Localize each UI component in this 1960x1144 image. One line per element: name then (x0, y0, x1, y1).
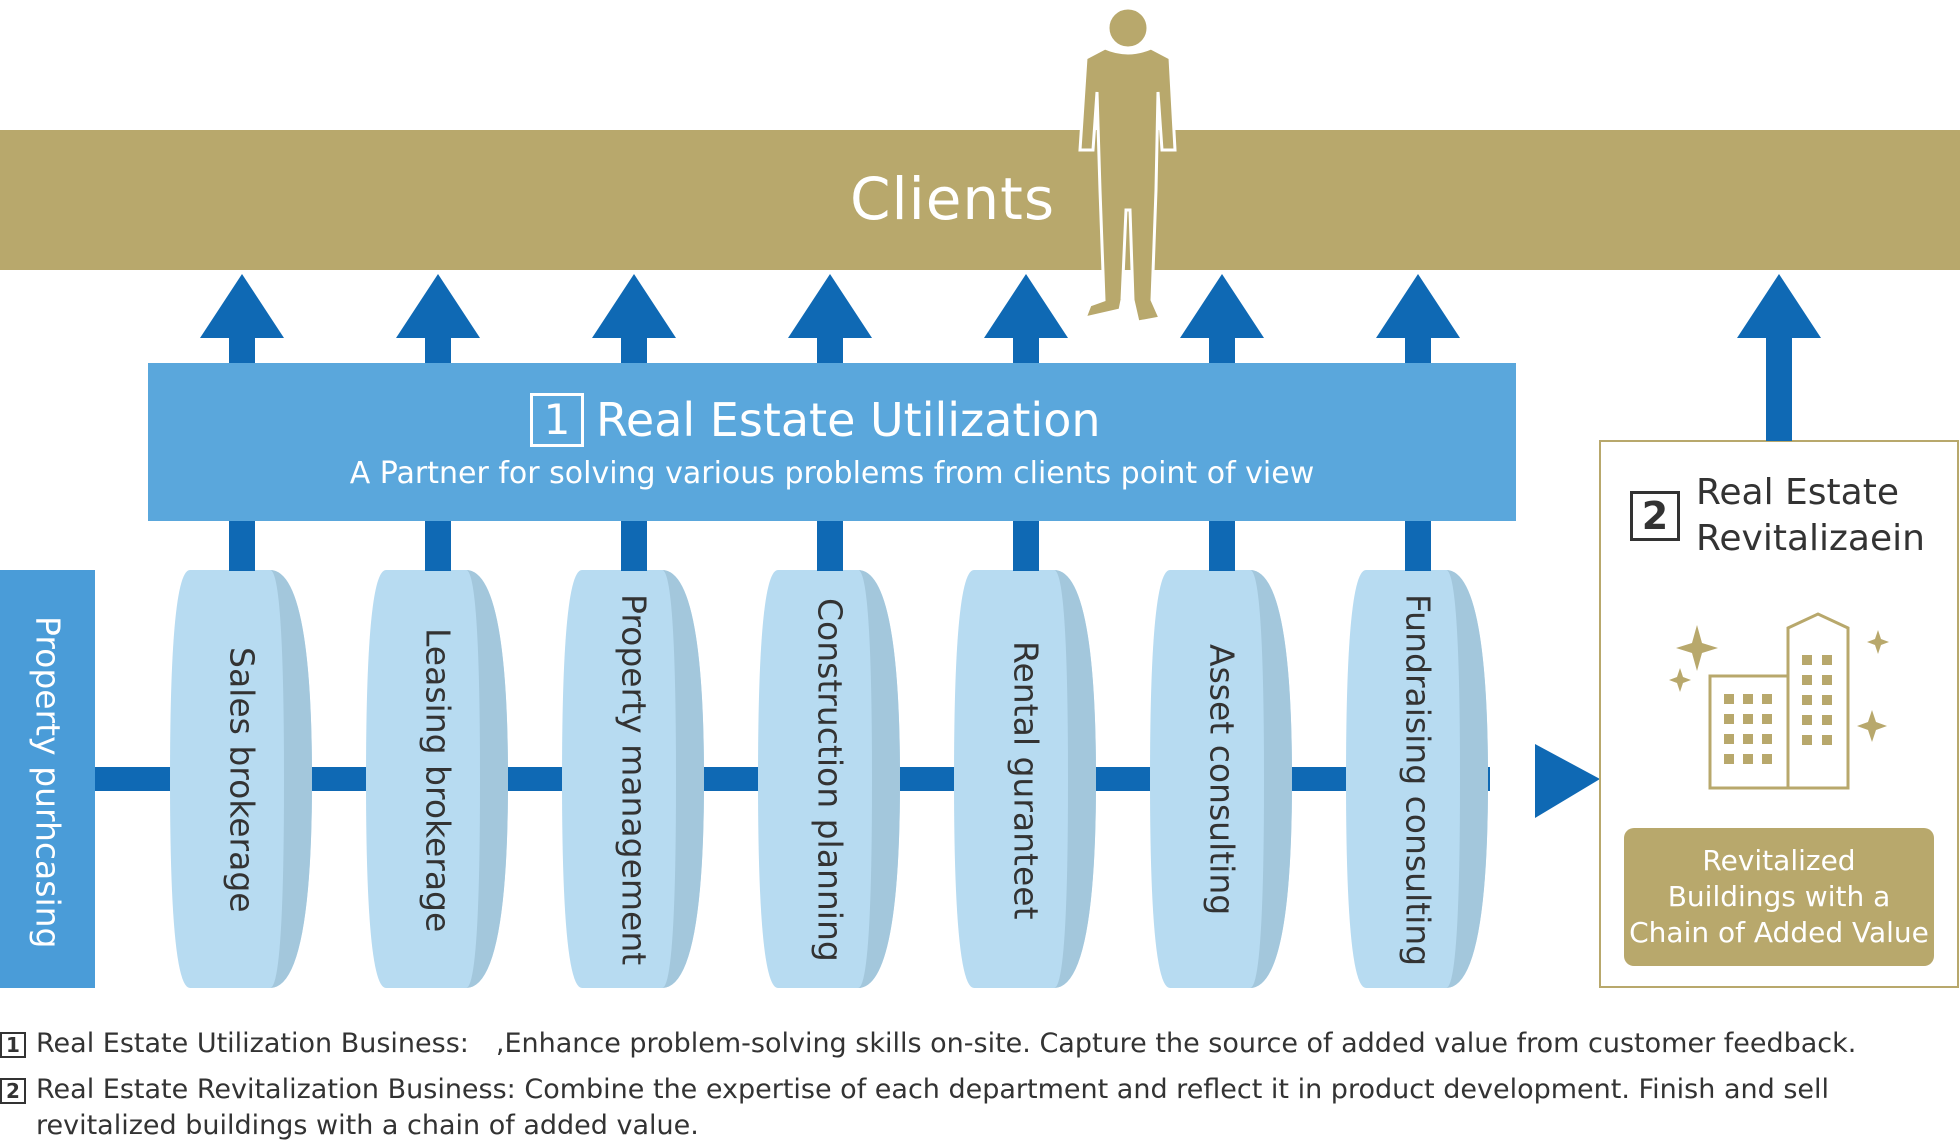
utilization-subtitle: A Partner for solving various problems f… (349, 456, 1315, 491)
up-arrow (788, 274, 872, 363)
stage-label: Leasing brokerage (418, 627, 458, 933)
stage-drum (954, 570, 1096, 988)
stage-connector (1405, 521, 1431, 571)
purchasing-label: Property purhcasing (28, 615, 68, 949)
stage-label: Rental guranteet (1006, 640, 1046, 920)
revitalized-buildings-text: Revitalized Buildings with a Chain of Ad… (1625, 843, 1933, 951)
revitalization-title-line2: Revitalizaein (1696, 518, 1925, 559)
stage-connector (1209, 521, 1235, 571)
stage-connector (229, 521, 255, 571)
revitalization-number: 2 (1630, 491, 1680, 541)
clients-band (0, 130, 1960, 270)
revitalization-title: 2 Real Estate Revitalizaein (1630, 470, 1925, 562)
note-text: Real Estate Utilization Business: ,Enhan… (36, 1028, 1857, 1059)
businessman-icon (1078, 6, 1177, 324)
revitalization-arrow (1737, 274, 1821, 441)
up-arrow (1180, 274, 1264, 363)
utilization-band (148, 363, 1516, 521)
stage-connector (1013, 521, 1039, 571)
up-arrow (396, 274, 480, 363)
stage-label: Asset consulting (1202, 644, 1242, 916)
stage-drum (366, 570, 508, 988)
stage-connector (817, 521, 843, 571)
building-sparkle-icon (1669, 612, 1889, 790)
stage-drum (1346, 570, 1488, 988)
box-line3: Chain of Added Value (1629, 916, 1929, 949)
box-line2: Buildings with a (1667, 880, 1891, 913)
up-arrow (984, 274, 1068, 363)
box-line1: Revitalized (1702, 844, 1856, 877)
up-arrow (200, 274, 284, 363)
clients-label: Clients (850, 165, 1056, 233)
stage-drum (170, 570, 312, 988)
note-text: Real Estate Revitalization Business: Com… (36, 1074, 1830, 1141)
stage-drum (1150, 570, 1292, 988)
stage-arrows (200, 274, 1460, 571)
stage-label: Fundraising consulting (1398, 593, 1438, 967)
note-revitalization: 2 Real Estate Revitalization Business: C… (0, 1072, 1916, 1144)
stage-drum (758, 570, 900, 988)
stage-drums (170, 570, 1488, 988)
chain-arrowhead (1535, 744, 1600, 818)
note-number: 1 (0, 1032, 26, 1058)
stage-label: Property management (614, 594, 654, 966)
stage-label: Sales brokerage (222, 647, 262, 913)
up-arrow (592, 274, 676, 363)
stage-connector (425, 521, 451, 571)
note-number: 2 (0, 1078, 26, 1104)
utilization-title: 1 Real Estate Utilization (530, 385, 1101, 455)
up-arrow (1376, 274, 1460, 363)
revitalized-buildings-box (1624, 828, 1934, 966)
stage-connector (621, 521, 647, 571)
note-utilization: 1 Real Estate Utilization Business: ,Enh… (0, 1026, 1916, 1062)
stage-drum (562, 570, 704, 988)
utilization-title-text: Real Estate Utilization (596, 393, 1101, 447)
stage-label: Construction planning (810, 598, 850, 962)
purchasing-box (0, 570, 95, 988)
revitalization-title-line1: Real Estate (1696, 472, 1899, 513)
utilization-number: 1 (530, 393, 584, 447)
